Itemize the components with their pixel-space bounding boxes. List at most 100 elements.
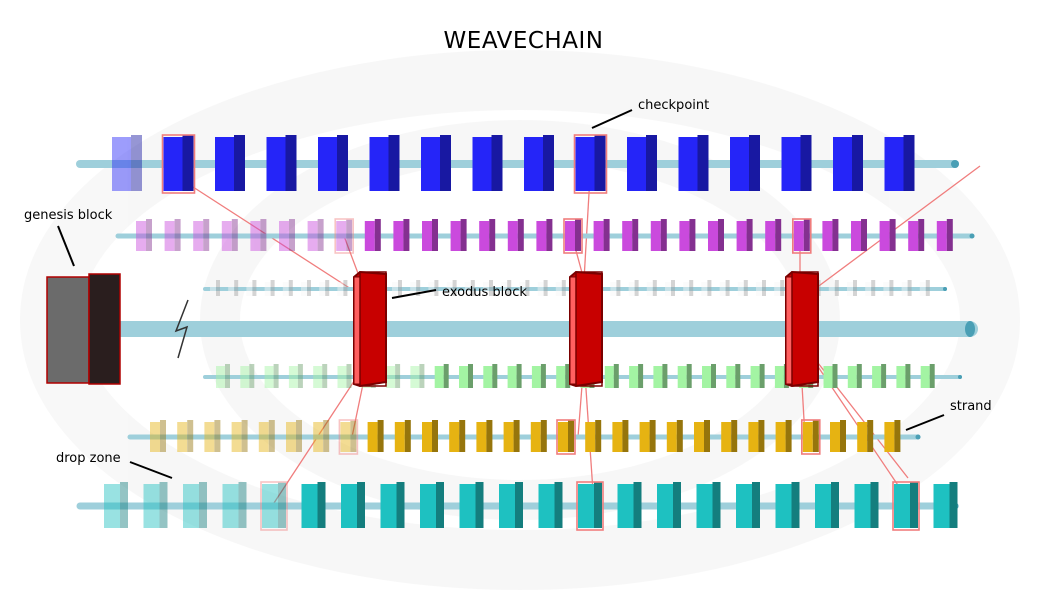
strand-block [222,482,247,528]
strand-block [313,420,330,452]
checkpoint-link-line [583,175,591,281]
strand-leader-line [905,414,945,431]
genesis-block [46,273,121,385]
genesis-block-label: genesis block [24,208,113,223]
drop-zone-label: drop zone [56,451,121,466]
strand-end-cap [969,233,975,239]
strand-block [501,280,512,296]
strands [76,134,975,531]
strand-block [483,280,493,296]
exodus-blocks [353,270,819,388]
strand-block [434,364,449,388]
strand-block [872,364,887,388]
strand-block [204,420,221,452]
strand-block [450,219,467,251]
strand-block [617,482,642,528]
strand-block [240,364,255,388]
strand-block [657,482,681,528]
strand-block [307,219,324,251]
strand-block [865,280,876,296]
strand-cyan [76,481,959,531]
strand-block [104,482,128,528]
strand-block [884,135,915,191]
checkpoint-block-outline [800,419,821,455]
strand-block [696,482,721,528]
strand-block [678,135,709,191]
strand-block [800,419,821,455]
strand-block [822,219,839,251]
exodus-leader-line [391,289,437,299]
exodus-block [785,270,819,388]
strand-block [410,364,425,388]
strand-block [920,364,935,388]
strand-block [150,420,166,452]
strand-block [775,420,792,452]
strand-block [341,482,365,528]
strand-block [264,364,279,388]
strand-block [666,420,683,452]
checkpoint-leader-line [591,109,633,129]
strand-block [392,280,402,296]
strand-block [536,219,553,251]
checkpoint-block-outline [791,218,812,254]
strand-block [231,420,248,452]
strand-block [464,280,475,296]
main-strand-end-cap [965,321,975,337]
strand-block [530,420,547,452]
strand-block [479,219,496,251]
strand-block [193,219,210,251]
strand-block [702,364,716,388]
strand-blue [76,134,959,194]
strand-block [386,364,401,388]
strand-block [210,280,220,296]
strand-block [901,280,912,296]
strand-block [646,280,657,296]
strand-block [282,280,293,296]
checkpoint-block-outline [892,481,920,531]
strand-block [892,481,920,531]
strand-end-cap [915,434,921,440]
strand-block [216,364,230,388]
strand-block [143,482,168,528]
strand-block [775,482,800,528]
strand-block [847,280,857,296]
strand-block [628,280,639,296]
strand-block [585,420,602,452]
strand-block [215,135,245,191]
strand-block [851,219,867,251]
strand-block [653,364,668,388]
strand-block [503,420,520,452]
strand-block [556,364,571,388]
strand-block [337,364,352,388]
strand-block [260,481,288,531]
strand-block [531,364,546,388]
strand-block [833,135,863,191]
strand-block [428,280,439,296]
strand-block [507,219,524,251]
strand-block [449,420,466,452]
strand-block [410,280,421,296]
strand-block [573,134,608,194]
strand-block [694,420,710,452]
strand-block [288,364,303,388]
strand-block [908,219,925,251]
strand-block [774,280,785,296]
strand-block [563,218,583,254]
checkpoint-label: checkpoint [638,98,709,113]
strand-block [701,280,712,296]
strand-block [420,482,444,528]
strand-block [683,280,694,296]
strand-block [334,218,355,254]
strand-block [318,135,348,191]
strand-block [258,420,275,452]
strand-block [650,219,667,251]
strand-block [246,280,257,296]
strand-block [830,420,846,452]
strand-block [629,364,644,388]
checkpoint-block-outline [556,419,576,455]
strand-block [519,280,530,296]
strand-block [639,420,656,452]
exodus-block [353,270,387,388]
strand-block [319,280,330,296]
